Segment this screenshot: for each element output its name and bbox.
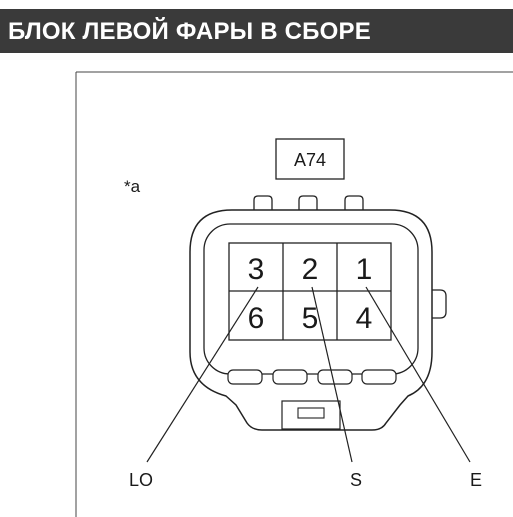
connector-top-tabs (253, 195, 364, 212)
leader-line-s (311, 286, 353, 463)
pin-number-6: 6 (248, 302, 265, 335)
connector-bottom-lock-inner (297, 407, 325, 419)
pin-number-2: 2 (302, 253, 319, 286)
page-title: БЛОК ЛЕВОЙ ФАРЫ В СБОРЕ (8, 18, 371, 45)
connector-code: A74 (294, 150, 326, 170)
pin-grid (228, 242, 392, 341)
connector-bottom-slots (227, 369, 397, 385)
pin-number-5: 5 (302, 302, 319, 335)
connector-code-box (275, 138, 345, 180)
pin-number-4: 4 (356, 302, 373, 335)
header-bar (0, 9, 513, 53)
terminal-label-e: E (470, 470, 482, 490)
connector-housing-inner (203, 223, 419, 375)
connector-side-latch (431, 289, 447, 319)
terminal-label-lo: LO (129, 470, 153, 490)
terminal-label-s: S (350, 470, 362, 490)
leader-line-e (365, 286, 471, 463)
note-marker: *a (124, 177, 141, 196)
pin-number-1: 1 (356, 253, 373, 286)
pin-number-3: 3 (248, 253, 265, 286)
leader-line-lo (146, 286, 259, 463)
